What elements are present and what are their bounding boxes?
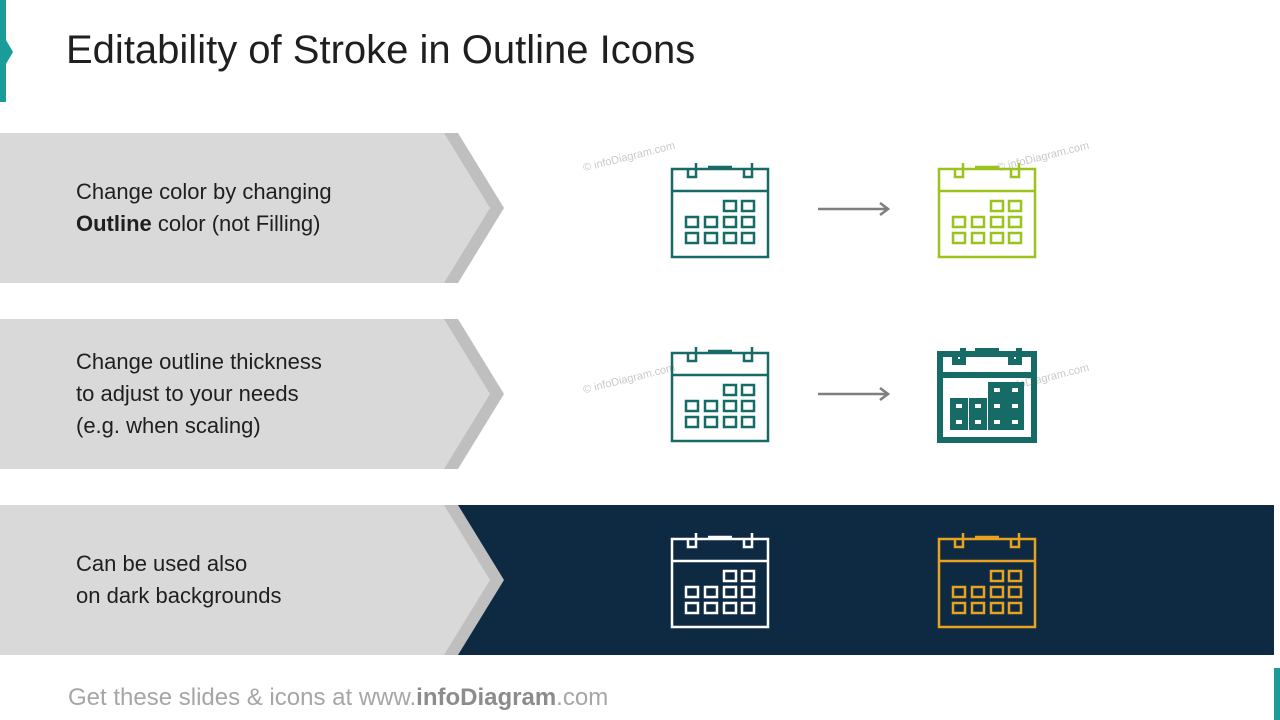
emphasis-text: Outline xyxy=(76,211,152,236)
row-text: Can be used also on dark backgrounds xyxy=(76,505,456,655)
right-arrow-icon xyxy=(818,202,891,216)
calendar-icon xyxy=(670,347,770,443)
calendar-icon xyxy=(937,163,1037,259)
calendar-icon xyxy=(670,533,770,629)
row-arrow-shape xyxy=(0,319,504,469)
right-arrow-icon xyxy=(818,387,891,401)
watermark: © infoDiagram.com xyxy=(581,361,677,397)
row-text: Change outline thickness to adjust to yo… xyxy=(76,319,456,469)
text-line: Change color by changing xyxy=(76,179,332,204)
text-line: on dark backgrounds xyxy=(76,583,282,608)
row-arrow-shape xyxy=(0,505,504,655)
text-line: Outline color (not Filling) xyxy=(76,211,321,236)
calendar-icon xyxy=(670,163,770,259)
calendar-icon xyxy=(937,533,1037,629)
page-title: Editability of Stroke in Outline Icons xyxy=(66,28,696,72)
footer-brand: infoDiagram xyxy=(416,684,557,711)
watermark: © infoDiagram.com xyxy=(581,139,677,175)
text-line: Change outline thickness xyxy=(76,349,322,374)
footer-accent-bar xyxy=(1274,668,1280,720)
title-accent-bar xyxy=(0,0,6,102)
row-arrow-shape xyxy=(0,133,504,283)
text-line: to adjust to your needs xyxy=(76,381,299,406)
row-change-color: Change color by changing Outline color (… xyxy=(0,133,1280,283)
row-change-thickness: Change outline thickness to adjust to yo… xyxy=(0,319,1280,469)
text-line: Can be used also xyxy=(76,551,248,576)
text-line: (e.g. when scaling) xyxy=(76,413,261,438)
calendar-icon xyxy=(937,348,1037,443)
row-dark-backgrounds: Can be used also on dark backgrounds xyxy=(0,505,1280,655)
footer-text: Get these slides & icons at www.infoDiag… xyxy=(68,684,609,711)
row-text: Change color by changing Outline color (… xyxy=(76,133,456,283)
title-accent-notch xyxy=(6,40,13,64)
